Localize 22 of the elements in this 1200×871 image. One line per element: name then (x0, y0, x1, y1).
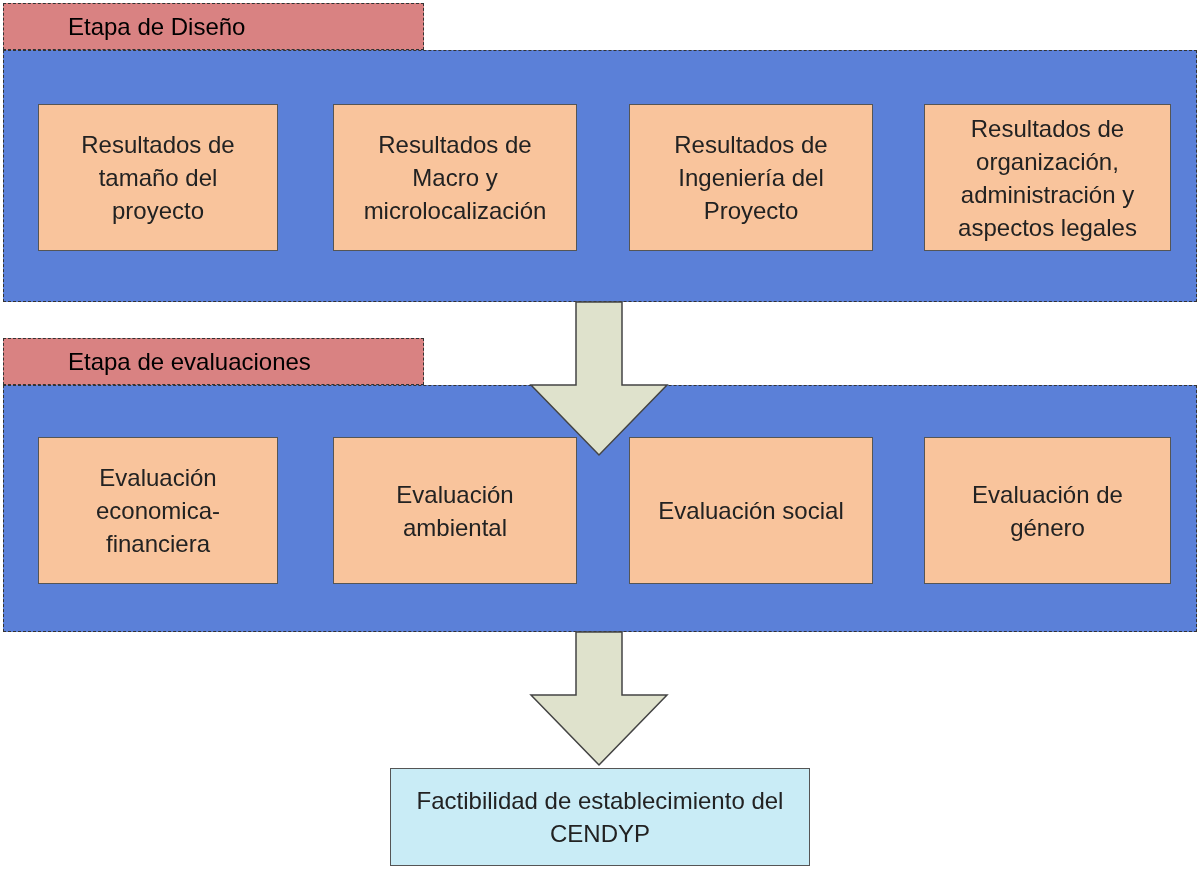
box-text: Resultados de Ingeniería del Proyecto (673, 130, 829, 226)
box-text: Resultados de organización, administración y aspectos legales (957, 113, 1138, 243)
box-text: Evaluación economica-financiera (94, 463, 222, 559)
result-box (390, 768, 810, 866)
process-box (924, 437, 1171, 584)
stage-tab-label: Etapa de evaluaciones (3, 338, 424, 385)
box-text: Evaluación social (658, 496, 844, 526)
process-box (38, 437, 278, 584)
box-text: Evaluación de género (971, 479, 1124, 543)
box-text: Resultados de tamaño del proyecto (80, 130, 236, 226)
box-text: Evaluación ambiental (395, 479, 515, 543)
process-box (629, 104, 873, 251)
box-text: Factibilidad de establecimiento del CENDYP (415, 786, 785, 849)
process-box (333, 437, 577, 584)
process-box (38, 104, 278, 251)
block-arrow (529, 301, 669, 457)
box-text: Resultados de Macro y microlocalización (362, 130, 548, 226)
process-box (333, 104, 577, 251)
stage-tab-label: Etapa de Diseño (3, 3, 424, 50)
process-box (924, 104, 1171, 251)
block-arrow (529, 631, 669, 767)
process-box (629, 437, 873, 584)
